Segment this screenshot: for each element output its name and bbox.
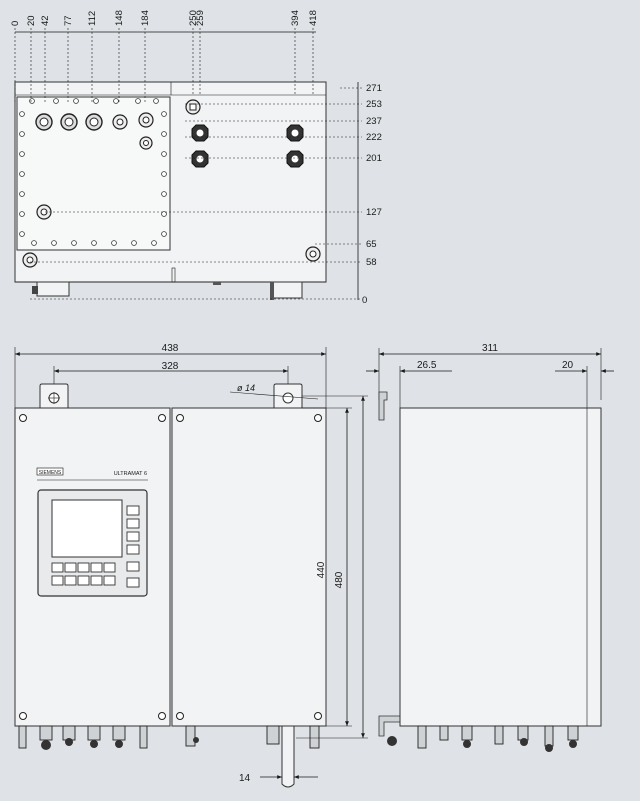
- front-height-overall-label: 480: [334, 571, 345, 588]
- top-y-dim-label: 58: [366, 257, 377, 268]
- front-model-label: ULTRAMAT 6: [114, 471, 147, 477]
- top-y-dim-label: 65: [366, 239, 377, 250]
- front-view: 438 328 ø 14 SIEMENS ULTRAMAT 6: [14, 343, 368, 788]
- front-right-panel: [171, 407, 327, 727]
- top-x-dim-label: 184: [140, 10, 151, 26]
- side-mount-bracket-bottom: [378, 715, 401, 737]
- top-y-dim-label: 222: [366, 132, 382, 143]
- front-height-inner-label: 440: [316, 561, 327, 578]
- top-view-screws: [19, 98, 167, 246]
- front-bottom-fittings: [18, 725, 320, 749]
- top-y-dim-label: 237: [366, 116, 382, 127]
- top-y-dim-label: 271: [366, 83, 382, 94]
- side-bottom-fittings: [417, 725, 579, 749]
- front-slot-width-label: 14: [239, 773, 251, 784]
- front-keypad: [51, 505, 140, 588]
- front-hole-diameter-label: ø 14: [237, 383, 255, 393]
- top-x-dim-label: 20: [26, 15, 37, 26]
- top-y-dim-label: 253: [366, 99, 382, 110]
- front-width-mount-label: 328: [162, 361, 179, 372]
- top-view-gas-ports: [35, 112, 154, 220]
- top-x-dim-label: 148: [114, 10, 125, 26]
- top-x-dim-label: 0: [10, 21, 21, 26]
- side-bracket-offset-label: 26.5: [417, 360, 437, 371]
- top-x-dim-label: 418: [308, 10, 319, 26]
- side-mount-bracket: [378, 391, 388, 421]
- top-y-dim-label: 201: [366, 153, 382, 164]
- top-x-dim-label: 394: [290, 10, 301, 26]
- top-view-foot-right: [271, 281, 303, 299]
- top-view-cable-glands: [22, 99, 321, 268]
- side-view: 311 26.5 20: [366, 343, 614, 752]
- top-x-dim-label: 250: [188, 10, 199, 26]
- front-panel-screws: [19, 414, 322, 720]
- top-x-dim-label: 259: [195, 10, 206, 26]
- top-y-dim-label: 0: [362, 295, 367, 306]
- side-depth-label: 311: [482, 343, 498, 354]
- top-y-dim-label: 127: [366, 207, 382, 218]
- side-housing: [399, 407, 602, 727]
- front-bottom-slot-lug: [281, 725, 295, 788]
- top-view-foot-left: [36, 281, 70, 297]
- front-display: [51, 499, 123, 558]
- front-brand-logo: SIEMENS: [39, 470, 62, 476]
- top-x-dim-label: 42: [40, 15, 51, 26]
- top-x-dim-label: 112: [87, 11, 98, 26]
- side-bottom-connectors: [387, 736, 577, 752]
- front-width-overall-label: 438: [162, 343, 179, 354]
- side-right-offset-label: 20: [562, 360, 574, 371]
- top-x-dim-label: 77: [63, 15, 74, 26]
- front-bottom-connectors: [41, 737, 199, 750]
